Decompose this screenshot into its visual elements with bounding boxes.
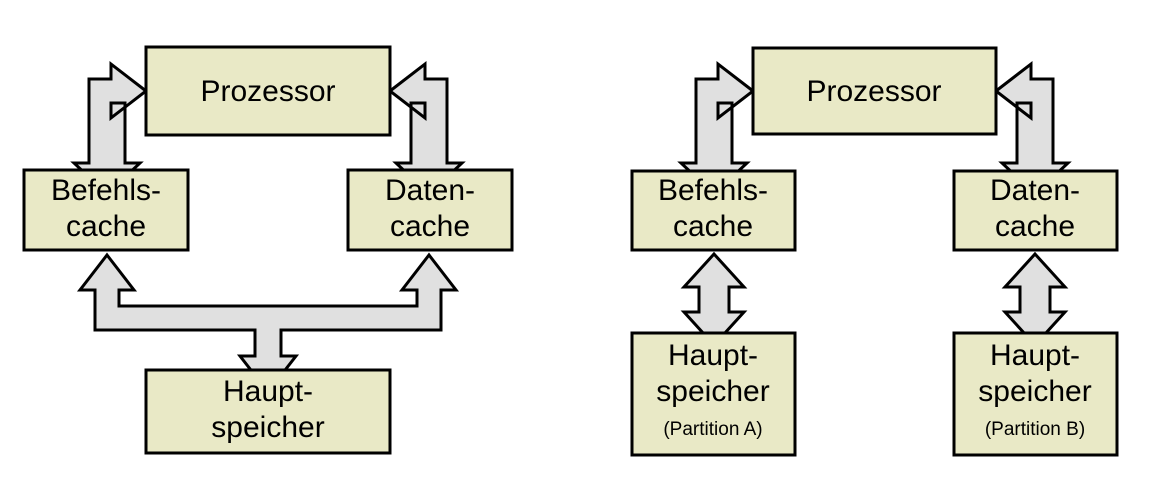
- left-diagram: Prozessor Befehls- cache Daten- cache Ha…: [22, 45, 514, 455]
- connector-instruction-cache-to-memory-a: [680, 251, 748, 348]
- node-instruction-cache-right-box: [630, 169, 797, 252]
- node-data-cache-left: Daten- cache: [346, 168, 514, 252]
- node-main-memory-left: Haupt- speicher: [144, 368, 392, 455]
- node-data-cache-right-label-line1: Daten-: [990, 174, 1080, 207]
- node-instruction-cache-left-label-line1: Befehls-: [51, 174, 161, 207]
- node-main-memory-a-partition-label: (Partition A): [663, 419, 762, 440]
- node-instruction-cache-right-label-line2: cache: [673, 210, 753, 243]
- node-processor-right: Prozessor: [751, 46, 998, 136]
- node-processor-right-label: Prozessor: [806, 75, 941, 108]
- node-processor-left: Prozessor: [144, 45, 392, 137]
- node-main-memory-left-label-line2: speicher: [211, 411, 324, 444]
- node-main-memory-b: Haupt- speicher (Partition B): [952, 331, 1119, 457]
- node-main-memory-b-label-line1: Haupt-: [990, 339, 1080, 372]
- node-main-memory-a-label-line1: Haupt-: [668, 339, 758, 372]
- node-main-memory-left-label-line1: Haupt-: [223, 375, 313, 408]
- node-instruction-cache-left: Befehls- cache: [22, 168, 190, 252]
- node-main-memory-left-box: [144, 368, 392, 455]
- node-instruction-cache-left-label-line2: cache: [66, 210, 146, 243]
- node-processor-left-box: [144, 45, 392, 137]
- node-main-memory-a: Haupt- speicher (Partition A): [630, 331, 797, 457]
- node-data-cache-right-box: [952, 169, 1119, 252]
- node-instruction-cache-right: Befehls- cache: [630, 169, 797, 252]
- node-main-memory-a-box: [630, 331, 797, 457]
- node-data-cache-left-label-line1: Daten-: [385, 174, 475, 207]
- connector-memory-to-both-caches: [76, 252, 460, 395]
- node-data-cache-left-label-line2: cache: [390, 210, 470, 243]
- node-main-memory-b-partition-label: (Partition B): [985, 419, 1085, 440]
- node-main-memory-b-box: [952, 331, 1119, 457]
- node-data-cache-right: Daten- cache: [952, 169, 1119, 252]
- node-data-cache-right-label-line2: cache: [995, 210, 1075, 243]
- node-instruction-cache-left-box: [22, 168, 190, 252]
- node-main-memory-b-label-line2: speicher: [978, 375, 1091, 408]
- node-instruction-cache-right-label-line1: Befehls-: [658, 174, 768, 207]
- node-processor-right-box: [751, 46, 998, 136]
- node-data-cache-left-box: [346, 168, 514, 252]
- node-processor-left-label: Prozessor: [200, 75, 335, 108]
- connector-data-cache-to-memory-b: [1001, 251, 1069, 348]
- right-diagram: Prozessor Befehls- cache Daten- cache Ha…: [630, 46, 1119, 457]
- node-main-memory-a-label-line2: speicher: [656, 375, 769, 408]
